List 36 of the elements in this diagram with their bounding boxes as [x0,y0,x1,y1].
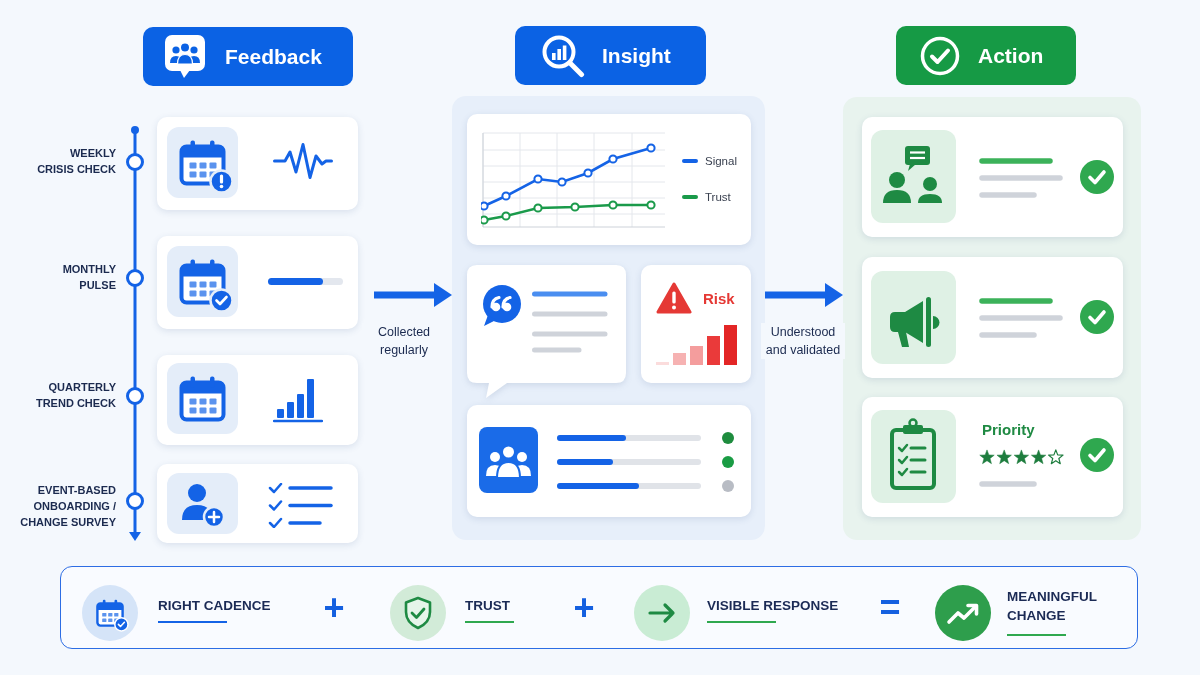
timeline-label: MONTHLY PULSE [61,262,116,293]
formula-term: TRUST [465,596,510,615]
timeline-label: QUARTERLY TREND CHECK [34,380,116,411]
header-title: Insight [602,43,671,68]
quote-card [467,265,626,399]
header-title: Feedback [225,44,322,69]
formula-term: RIGHT CADENCE [158,596,271,615]
risk-card [641,265,751,383]
legend-label: Signal [705,154,737,168]
formula-bar [60,566,1138,649]
action-card [862,117,1123,237]
legend-label: Trust [705,190,731,204]
action-card [862,397,1123,517]
arrow [765,283,843,307]
formula-term: VISIBLE RESPONSE [707,596,839,615]
equals-sign: = [879,590,901,626]
header-title: Action [978,43,1044,68]
section-header [143,27,353,86]
feedback-card [157,355,358,445]
feedback-card [157,464,358,543]
plus-sign: + [323,590,345,626]
card-title: Priority [982,420,1035,438]
timeline-label: EVENT-BASED ONBOARDING / CHANGE SURVEY [19,483,116,530]
timeline-label: WEEKLY CRISIS CHECK [36,146,116,177]
feedback-card [157,236,358,329]
feedback-card [157,117,358,210]
section-header [515,26,706,85]
edge-label: Understood and validated [761,323,845,359]
action-card [862,257,1123,378]
action-panel [843,97,1141,540]
insight-panel [452,96,765,540]
section-header [896,26,1076,85]
team-card [467,405,751,517]
plus-sign: + [573,590,595,626]
card-title: Risk [703,289,735,307]
formula-term: MEANINGFUL CHANGE [1007,588,1098,625]
